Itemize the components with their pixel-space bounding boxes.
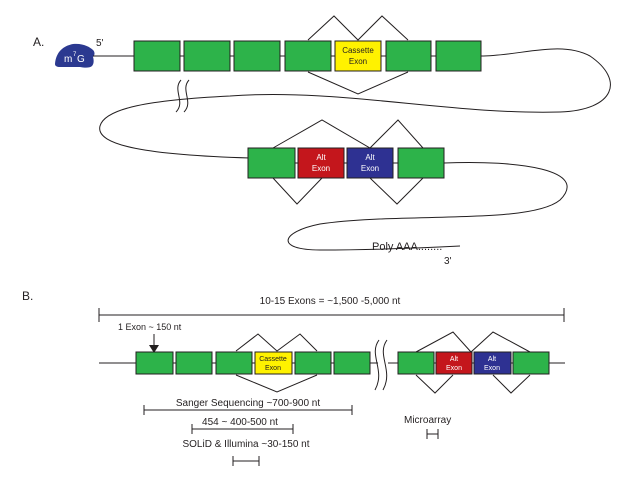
- one-exon-label: 1 Exon ~ 150 nt: [118, 322, 182, 332]
- panel-b-label: B.: [22, 289, 33, 303]
- exon-box: [435, 40, 482, 72]
- break-mark: [175, 79, 182, 113]
- cassette-exon-box: [254, 351, 293, 375]
- sanger-label: Sanger Sequencing ~700-900 nt: [176, 398, 321, 409]
- exon-box: [183, 40, 231, 72]
- mrna-tail: [287, 162, 568, 251]
- break-mark: [382, 339, 388, 391]
- exon-box: [397, 351, 435, 375]
- cap-text-g: G: [77, 54, 85, 65]
- microarray-label: Microarray: [404, 415, 451, 426]
- exon-box: [133, 40, 181, 72]
- five-prime-label: 5': [96, 38, 104, 49]
- break-mark: [183, 79, 190, 113]
- arrow-head-icon: [149, 345, 159, 353]
- alt-exon-blue-label-2: Exon: [361, 164, 379, 173]
- cap-text-m: m: [64, 54, 72, 65]
- splice-junction-bottom: [369, 177, 424, 205]
- exon-box: [284, 40, 332, 72]
- exon-box: [247, 147, 296, 179]
- exon-box: [512, 351, 550, 375]
- label-454: 454 ~ 400-500 nt: [202, 417, 278, 428]
- alt-exon-red-label-2: Exon: [446, 365, 462, 372]
- splice-junction-top: [272, 119, 424, 149]
- splice-junction-top: [307, 15, 409, 41]
- splice-junction-bottom-hidden: [273, 178, 423, 203]
- cap-text-sup: 7: [73, 52, 77, 58]
- alt-exon-red-box: [297, 147, 345, 179]
- splice-junction-hidden: [322, 178, 370, 204]
- alt-exon-red-box: [435, 351, 473, 375]
- splice-junction-bottom: [415, 374, 454, 394]
- alt-exon-red-label-1: Alt: [316, 153, 326, 162]
- exon-box: [215, 351, 253, 375]
- splice-junction-top: [415, 331, 531, 353]
- splice-junction-bottom: [492, 374, 531, 394]
- splice-junction-bottom: [307, 71, 409, 95]
- alt-exon-red-label-2: Exon: [312, 164, 330, 173]
- cassette-exon-label-1: Cassette: [342, 46, 374, 55]
- poly-a-label: Poly AAA........: [372, 241, 442, 253]
- cap-icon: m 7 G: [55, 43, 95, 68]
- splice-junction-top: [235, 333, 318, 352]
- mrna-tail: [99, 48, 611, 159]
- alt-exon-blue-label-1: Alt: [365, 153, 375, 162]
- exon-box: [294, 351, 332, 375]
- splice-junction-bottom: [235, 374, 318, 393]
- exon-box: [385, 40, 432, 72]
- exon-box: [175, 351, 213, 375]
- break-mark: [374, 339, 380, 391]
- cassette-exon-box: [334, 40, 382, 72]
- exon-box: [397, 147, 445, 179]
- exon-box: [333, 351, 371, 375]
- alt-exon-blue-box: [473, 351, 512, 375]
- span-label: 10-15 Exons = ~1,500 -5,000 nt: [260, 296, 401, 307]
- alt-exon-blue-box: [346, 147, 394, 179]
- alt-exon-red-label-1: Alt: [450, 356, 458, 363]
- cassette-exon-label-2: Exon: [265, 365, 281, 372]
- alt-exon-blue-label-2: Exon: [484, 365, 500, 372]
- cassette-exon-label-1: Cassette: [259, 356, 287, 363]
- exon-box: [135, 351, 174, 375]
- panel-a-label: A.: [33, 35, 44, 49]
- splice-junction-bottom: [272, 177, 323, 205]
- three-prime-label: 3': [444, 256, 452, 267]
- exon-box: [233, 40, 281, 72]
- solid-label: SOLiD & Illumina ~30-150 nt: [182, 439, 309, 450]
- alt-exon-blue-label-1: Alt: [488, 356, 496, 363]
- cassette-exon-label-2: Exon: [349, 57, 367, 66]
